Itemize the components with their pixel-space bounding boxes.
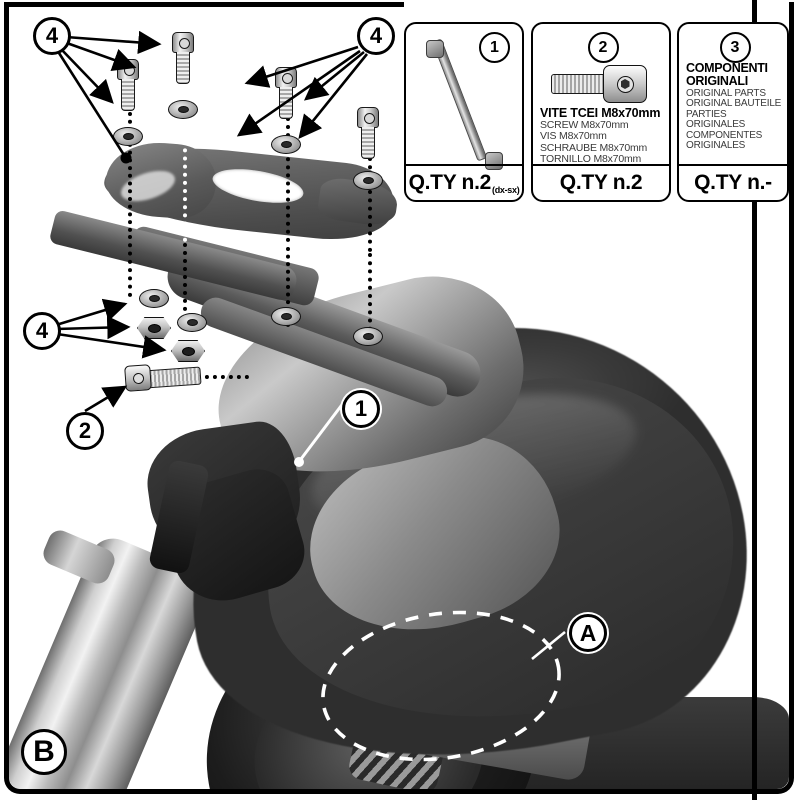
step-label-b: B [21, 729, 67, 775]
serrated-washer [353, 171, 383, 190]
legend-qty-1-suffix: (dx-sx) [492, 185, 520, 195]
diagram-frame-top-edge [4, 2, 404, 7]
leader-arrows-4-topright [236, 45, 369, 140]
legend-spec-2-title: VITE TCEI M8x70mm [540, 106, 661, 120]
legend-spec-3-title-line1: COMPONENTI [686, 61, 768, 75]
connector-stub-top [752, 0, 757, 24]
legend-spec-2-line-2: VIS M8x70mm [540, 130, 607, 143]
serrated-washer [168, 100, 198, 119]
assembly-guide-line [368, 157, 372, 252]
callout-4-left[interactable]: 4 [23, 312, 61, 350]
callout-a-detail[interactable]: A [569, 614, 607, 652]
leader-arrow-2 [84, 385, 128, 413]
legend-qty-1-label: Q.TY n.2 [408, 171, 492, 194]
legend-qty-2: Q.TY n.2 [533, 164, 669, 200]
hex-nut [171, 340, 205, 362]
serrated-washer [139, 289, 169, 308]
serrated-washer [271, 135, 301, 154]
legend-spec-3-line-4: COMPONENTES [686, 129, 763, 141]
legend-box-2: 2 VITE TCEI M8x70mm SCREW M8x70mm VIS M8… [531, 22, 671, 202]
assembly-guide-line [128, 112, 132, 232]
bolt-shaft [279, 87, 293, 119]
leader-arrows-4-topleft [60, 30, 162, 104]
nut-hole [181, 346, 195, 356]
legend-box-3: 3 COMPONENTI ORIGINALI ORIGINAL PARTS OR… [677, 22, 789, 202]
connector-stub-bottom [752, 201, 757, 800]
assembly-guide-line [183, 67, 187, 242]
bolt-head [117, 59, 139, 80]
assembly-guide-line [286, 117, 290, 242]
assembly-guide-line [128, 235, 132, 297]
bolt-shaft [121, 79, 135, 111]
legend-number-1: 1 [479, 32, 510, 63]
legend-qty-1: Q.TY n.2(dx-sx) [406, 164, 522, 200]
assembly-guide-line-horizontal [157, 375, 249, 379]
bolt-shaft [361, 127, 375, 159]
legend-spec-3-title-line2: ORIGINALI [686, 74, 748, 89]
bolt-head [275, 67, 297, 88]
serrated-washer [177, 313, 207, 332]
legend-spec-2-line-4: TORNILLO M8x70mm [540, 152, 642, 165]
legend-spec-2-line-3: SCHRAUBE M8x70mm [540, 141, 648, 154]
legend-spec-3-line-1: ORIGINAL PARTS [686, 87, 766, 99]
legend-spec-3-line-3: PARTIES ORIGINALES [686, 108, 746, 131]
assembly-guide-line [368, 253, 372, 339]
legend-spec-2-line-1: SCREW M8x70mm [540, 119, 629, 132]
callout-2-left[interactable]: 2 [66, 412, 104, 450]
callout-1-rack[interactable]: 1 [342, 390, 380, 428]
legend-spec-3-line-2: ORIGINAL BAUTEILE [686, 98, 782, 110]
screw-socket [132, 372, 144, 384]
callout-4-topleft[interactable]: 4 [33, 17, 71, 55]
serrated-washer [353, 327, 383, 346]
assembly-guide-line [286, 247, 290, 327]
bolt-shaft [176, 52, 190, 84]
photo-stage: 4 4 4 2 1 A B [9, 7, 789, 789]
hex-nut [137, 317, 171, 339]
serrated-washer [271, 307, 301, 326]
serrated-washer [113, 127, 143, 146]
legend-spec-2: VITE TCEI M8x70mm SCREW M8x70mm VIS M8x7… [540, 106, 665, 165]
hex-socket-bolt [117, 59, 139, 111]
bolt-head [172, 32, 194, 53]
luggage-rack-plate [100, 135, 400, 247]
long-screw-head [124, 364, 152, 392]
legend-qty-3: Q.TY n.- [679, 164, 787, 200]
legend-box-1: 1 Q.TY n.2(dx-sx) [404, 22, 524, 202]
hex-socket-bolt [357, 107, 379, 159]
legend-spec-3-line-5: ORIGINALES [686, 140, 746, 152]
callout-4-topright[interactable]: 4 [357, 17, 395, 55]
hex-socket-bolt [172, 32, 194, 84]
hex-socket-bolt [275, 67, 297, 119]
assembly-guide-line [183, 243, 187, 311]
nut-hole [147, 323, 161, 333]
legend-number-3: 3 [719, 32, 751, 63]
legend-number-2: 2 [587, 32, 619, 63]
legend-spec-3: COMPONENTI ORIGINALI ORIGINAL PARTS ORIG… [686, 61, 783, 152]
bolt-head [357, 107, 379, 128]
